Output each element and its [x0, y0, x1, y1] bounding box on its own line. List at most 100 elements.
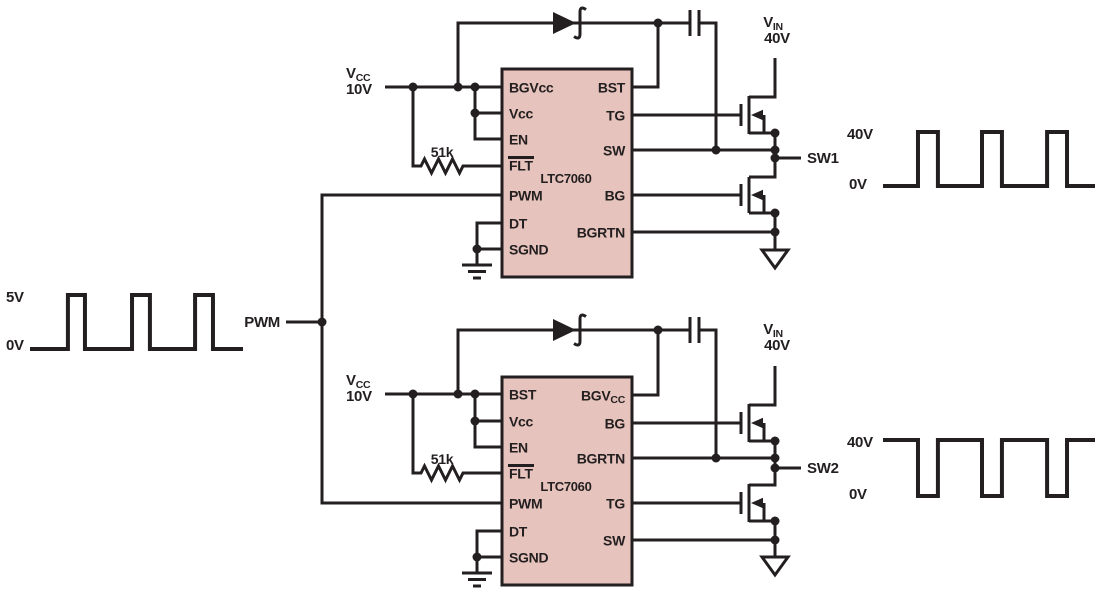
resistor-value-label: 51k — [431, 144, 454, 160]
wire-boot-cap-right — [699, 328, 718, 458]
diode-curled-cathode — [573, 313, 587, 347]
junction-dot — [770, 153, 780, 163]
bootstrap-capacitor-icon — [688, 10, 701, 36]
sw1-high-label: 40V — [847, 126, 873, 143]
ic2-pin-bgvcc: BGVCC — [581, 388, 626, 407]
ic1-pin-en: EN — [509, 132, 528, 148]
ic2-part-number: LTC7060 — [540, 479, 591, 494]
wire-vin-drain — [749, 366, 777, 407]
ic1-pin-tg: TG — [606, 108, 625, 124]
junction-dot — [770, 145, 780, 155]
junction-dot — [408, 389, 418, 399]
ic1-pin-bg: BG — [605, 188, 626, 204]
vin-supply-value: 40V — [764, 337, 790, 354]
pwm-input-waveform: 5V 0V — [6, 289, 243, 354]
junction-dot — [472, 244, 482, 254]
junction-dot — [770, 436, 780, 446]
diode-anode-triangle — [553, 319, 576, 341]
pwm-low-label: 0V — [6, 337, 24, 354]
nmos-low-side-icon — [739, 484, 766, 522]
nmos-high-side-icon — [739, 96, 766, 134]
wire-sw-node — [749, 441, 777, 487]
ic1-pin-dt: DT — [509, 216, 528, 232]
junction-dot — [770, 516, 780, 526]
junction-dot — [408, 82, 418, 92]
wire-en-tie — [473, 394, 502, 449]
vcc-supply-value: 10V — [346, 81, 372, 98]
circuit-1: LTC7060 BGVcc Vcc EN FLT PWM DT SGND BST… — [346, 6, 1095, 280]
wire-boot-cap-right — [699, 21, 718, 150]
ic1-pin-bgrtn: BGRTN — [577, 225, 625, 241]
pwm-bus: PWM — [244, 193, 502, 505]
ic2-pin-bst: BST — [509, 387, 537, 403]
junction-dot — [770, 227, 780, 237]
wire-boot-rail — [456, 328, 690, 394]
ic1-pin-sgnd: SGND — [509, 242, 548, 258]
ic2-pin-tg: TG — [606, 496, 625, 512]
vcc-supply-label: VCC — [346, 65, 371, 84]
ic2-pin-pwm: PWM — [509, 496, 542, 512]
ic1-body — [500, 67, 634, 279]
nmos-high-side-icon — [739, 404, 766, 442]
junction-dot — [770, 128, 780, 138]
vin-supply-label: VIN — [763, 14, 783, 33]
pwm-high-label: 5V — [6, 289, 24, 306]
resistor-value-label: 51k — [431, 451, 454, 467]
ic2-pin-vcc: Vcc — [509, 414, 534, 430]
nmos-low-side-icon — [739, 177, 766, 213]
power-ground-icon — [759, 555, 791, 578]
schottky-diode-icon — [553, 313, 587, 347]
wire-boot-rail — [456, 21, 690, 87]
wire-bst — [632, 23, 660, 89]
schottky-diode-icon — [553, 6, 587, 40]
vcc-supply-value: 10V — [346, 388, 372, 405]
sw1-low-label: 0V — [849, 176, 867, 193]
ic2-pin-en: EN — [509, 440, 528, 456]
junction-dot — [317, 317, 327, 327]
wire-sw-node — [749, 133, 777, 179]
sw1-node-label: SW1 — [807, 150, 839, 167]
ic1-pin-bst: BST — [598, 80, 626, 96]
wire-vin-drain — [749, 58, 777, 99]
wire-dt — [475, 221, 502, 249]
sw2-low-label: 0V — [849, 486, 867, 503]
wire-bgvcc — [632, 330, 660, 397]
junction-dot — [711, 145, 721, 155]
ic2-pin-bgrtn: BGRTN — [577, 451, 625, 467]
diode-curled-cathode — [573, 6, 587, 40]
mosfet-arrow — [751, 417, 763, 429]
sw2-node-label: SW2 — [807, 460, 839, 477]
mosfet-arrow — [751, 189, 763, 201]
sw2-output-waveform: 40V 0V — [847, 434, 1095, 503]
sw2-waveform-trace — [883, 438, 1095, 498]
junction-dot — [653, 325, 663, 335]
sw1-waveform-trace — [883, 130, 1095, 188]
wire-en-tie — [473, 87, 502, 141]
junction-dot — [653, 18, 663, 28]
pwm-waveform-trace — [30, 293, 243, 351]
junction-dot — [770, 208, 780, 218]
wire-pullup-resistor-51k — [411, 87, 502, 177]
pwm-source-label: PWM — [244, 314, 280, 331]
junction-dot — [453, 389, 463, 399]
ic2-pin-sw: SW — [603, 533, 626, 549]
ic1-pin-sw: SW — [603, 143, 626, 159]
mosfet-arrow — [751, 109, 763, 121]
junction-dot — [470, 416, 480, 426]
junction-dot — [453, 82, 463, 92]
ic1-pin-vcc: Vcc — [509, 106, 534, 122]
sw2-high-label: 40V — [847, 434, 873, 451]
mosfet-arrow — [751, 497, 763, 509]
ic2-body — [500, 375, 634, 587]
junction-dot — [770, 463, 780, 473]
bootstrap-capacitor-icon — [688, 317, 701, 343]
ic1-pin-flt: FLT — [509, 158, 533, 174]
junction-dot — [770, 453, 780, 463]
diode-anode-triangle — [553, 12, 576, 34]
wire-pullup-resistor-51k — [411, 394, 502, 484]
junction-dot — [711, 453, 721, 463]
ic1-pin-bgvcc: BGVcc — [509, 80, 554, 96]
junction-dot — [470, 82, 480, 92]
